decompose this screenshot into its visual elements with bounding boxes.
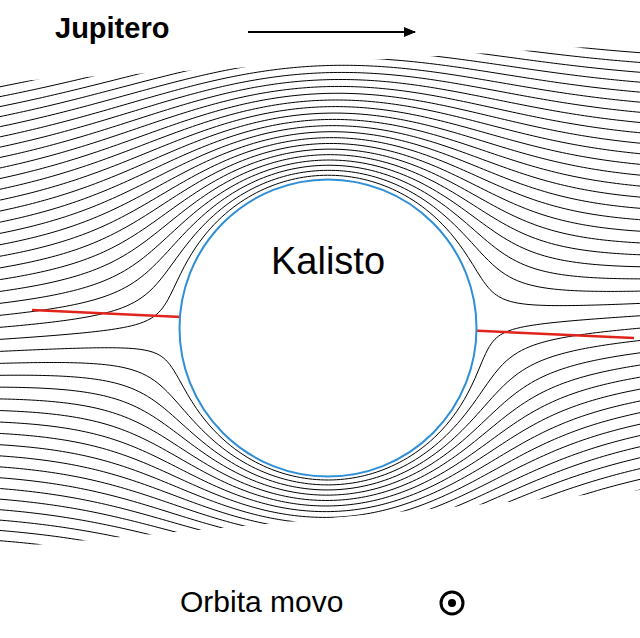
- field-line: [0, 469, 640, 568]
- out-of-page-symbol: [441, 592, 463, 614]
- field-line: [0, 36, 640, 115]
- field-line: [0, 490, 640, 583]
- field-line: [0, 13, 640, 85]
- planet-direction-label: Jupitero: [55, 12, 169, 45]
- field-line: [0, 628, 640, 638]
- moon-circle: Kalisto: [178, 178, 478, 478]
- field-line: [0, 619, 640, 638]
- field-line: [0, 570, 640, 638]
- moon-outline: [178, 178, 478, 478]
- orbit-direction-label: Orbita movo: [180, 585, 343, 619]
- field-line: [0, 51, 640, 135]
- direction-arrow: [248, 31, 415, 33]
- field-line: [0, 560, 640, 634]
- field-line: [0, 479, 640, 575]
- field-line: [0, 0, 640, 65]
- moon-disc: [180, 180, 477, 477]
- field-line: [0, 540, 640, 619]
- moon-name: Kalisto: [178, 178, 478, 283]
- field-line: [0, 65, 640, 154]
- field-line: [0, 510, 640, 597]
- field-line: [0, 0, 640, 55]
- field-line: [0, 500, 640, 590]
- out-of-page-dot: [448, 599, 456, 607]
- field-line: [0, 5, 640, 75]
- field-line: [0, 43, 640, 124]
- field-line: [0, 580, 640, 638]
- field-line: [0, 550, 640, 627]
- field-line: [0, 0, 640, 45]
